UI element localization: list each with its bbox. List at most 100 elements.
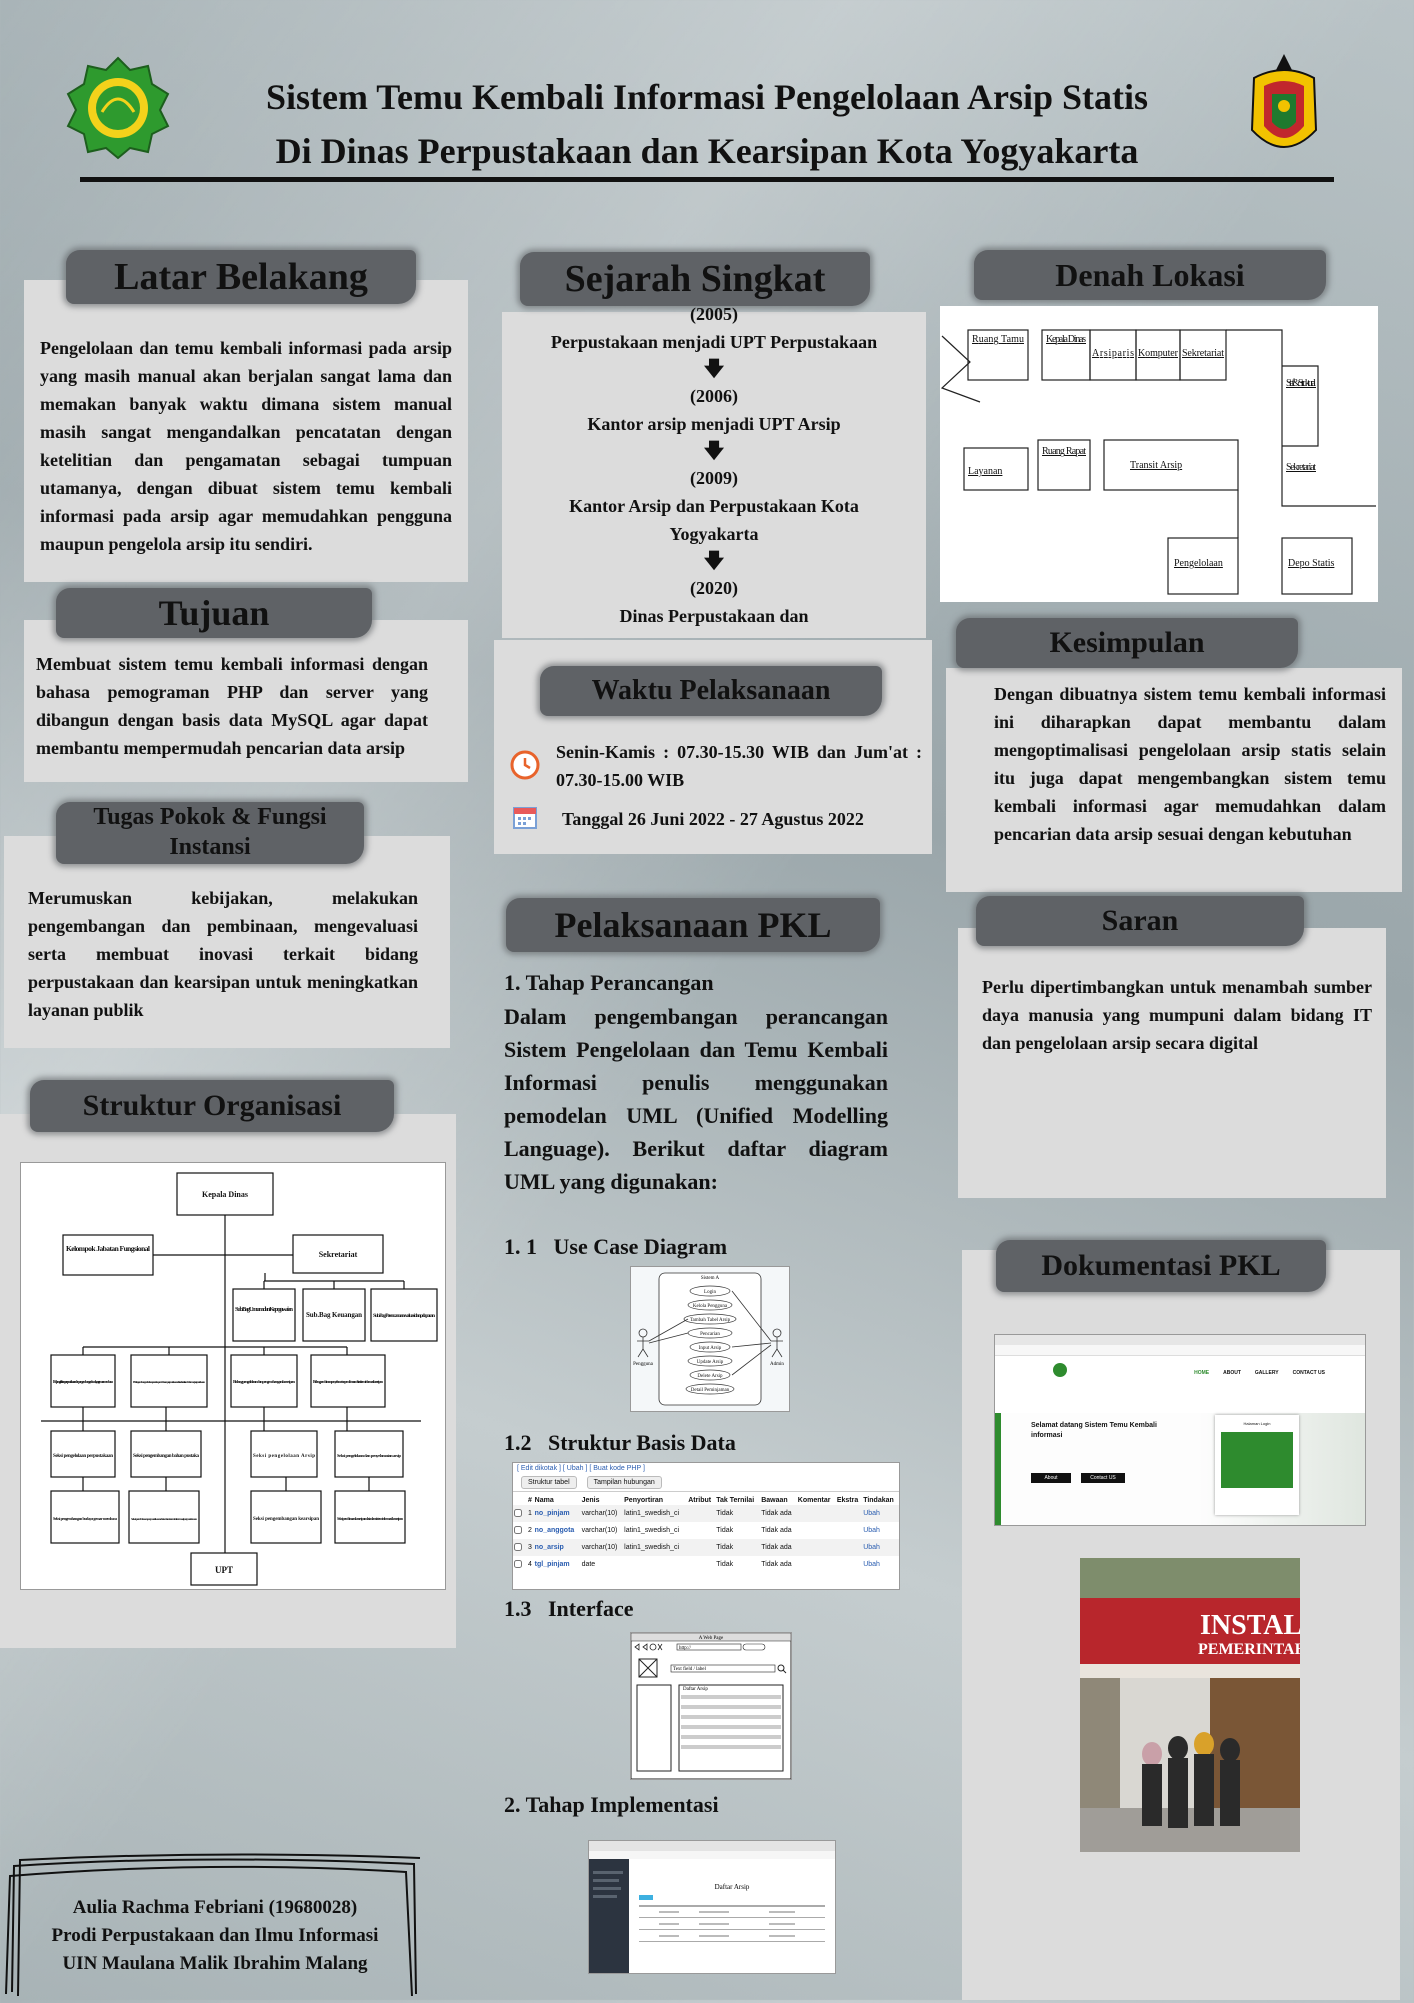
saran-panel [958, 928, 1386, 1198]
cell [836, 1539, 862, 1556]
usecase-kelola: Kelola Pengguna [693, 1304, 728, 1309]
author-frame [2, 1852, 424, 1998]
nav-contact[interactable]: CONTACT US [1292, 1370, 1325, 1376]
usecase-diagram: Sistem A Login Kelola Pengguna Tambah Ta… [630, 1266, 790, 1412]
org-seksi3: Seksi pengelolaan Arsip [253, 1454, 315, 1459]
struktur-heading: Struktur Organisasi [30, 1080, 394, 1132]
tugas-panel [4, 836, 450, 1048]
site-logo-icon [1053, 1363, 1067, 1377]
room-layanan: Layanan [968, 466, 1002, 477]
sejarah-text-2009: Kantor Arsip dan Perpustakaan Kota Yogya… [569, 496, 859, 544]
tujuan-panel [24, 620, 468, 782]
nav-gallery[interactable]: GALLERY [1254, 1370, 1279, 1376]
sejarah-year-2005: (2005) [690, 304, 738, 324]
impl-title: Daftar Arsip [715, 1883, 750, 1891]
usecase-system-title: Sistem A [701, 1276, 720, 1281]
cell: Tidak [716, 1561, 734, 1568]
iface-search: Text field / label [673, 1667, 706, 1672]
db-col-header: Jenis [581, 1497, 600, 1504]
hero-background [995, 1413, 1365, 1525]
db-col-header: Atribut [688, 1497, 712, 1504]
edit-link[interactable]: Ubah [863, 1527, 880, 1534]
room-staf-struktural: Staf & Struktural [1286, 378, 1316, 389]
db-col-header: Tak Ternilai [716, 1497, 755, 1504]
cell [687, 1556, 715, 1573]
photo-sign-text-2: PEMERINTAH K [1198, 1641, 1300, 1658]
org-subbag2: Sub.Bag Keuangan [306, 1311, 362, 1319]
row-checkbox[interactable] [514, 1542, 522, 1551]
author-prodi: Prodi Perpustakaan dan Ilmu Informasi [51, 1925, 379, 1946]
photo-sign-text: INSTALA [1200, 1610, 1300, 1641]
org-seksi1: Seksi pengelolaan perpustakaan [53, 1454, 113, 1459]
sejarah-text-2006: Kantor arsip menjadi UPT Arsip [587, 414, 841, 434]
pkl-sub-interface: 1.3 Interface [504, 1596, 634, 1621]
db-tab-struktur[interactable]: Struktur tabel [521, 1476, 577, 1489]
usecase-login: Login [704, 1290, 716, 1295]
cell [687, 1505, 715, 1522]
latar-panel [24, 280, 468, 582]
cell: 3 [528, 1544, 532, 1551]
cell [623, 1556, 687, 1573]
login-box: Halaman Login [1215, 1415, 1299, 1515]
about-button[interactable]: About [1031, 1473, 1071, 1483]
tugas-body: Merumuskan kebijakan, melakukan pengemba… [28, 888, 418, 1020]
nav-about[interactable]: ABOUT [1223, 1370, 1241, 1376]
floor-plan: Ruang Tamu Kepala Dinas Arsiparis Komput… [940, 306, 1378, 602]
row-checkbox[interactable] [514, 1525, 522, 1534]
room-arsiparis: Arsiparis [1092, 348, 1134, 359]
cell [687, 1522, 715, 1539]
room-pengelolaan: Pengelolaan [1174, 558, 1223, 569]
login-title: Halaman Login [1243, 1421, 1271, 1426]
cell: varchar(10) [581, 1510, 618, 1517]
iface-url: http:// [679, 1646, 692, 1651]
row-checkbox[interactable] [514, 1508, 522, 1517]
sejarah-timeline: (2005) Perpustakaan menjadi UPT Perpusta… [504, 300, 924, 630]
contact-button[interactable]: Contact US [1081, 1473, 1125, 1483]
sejarah-text-2005: Perpustakaan menjadi UPT Perpustakaan [550, 332, 878, 352]
edit-link[interactable]: Ubah [863, 1510, 880, 1517]
edit-link[interactable]: Ubah [863, 1561, 880, 1568]
org-subbag1: Sub.Bag Umum dan Kepegawaian [235, 1306, 293, 1313]
room-transit-arsip: Transit Arsip [1130, 460, 1182, 471]
org-sekretariat: Sekretariat [319, 1250, 358, 1259]
usecase-update: Update Arsip [697, 1360, 724, 1365]
room-kepala-dinas: Kepala Dinas [1046, 334, 1086, 345]
pkl-heading: Pelaksanaan PKL [506, 898, 880, 952]
db-tab-hubungan[interactable]: Tampilan hubungan [586, 1476, 662, 1489]
cell: 2 [528, 1527, 532, 1534]
pkl-tahap2: 2. Tahap Implementasi [504, 1792, 719, 1817]
sejarah-year-2009: (2009) [690, 468, 738, 488]
sejarah-panel [502, 312, 926, 638]
edit-link[interactable]: Ubah [863, 1544, 880, 1551]
interface-wireframe: A Web Page http:// Text field / label Da… [630, 1632, 792, 1780]
waktu-tanggal: Tanggal 26 Juni 2022 - 27 Agustus 2022 [562, 809, 864, 829]
kesimpulan-heading: Kesimpulan [956, 618, 1298, 668]
saran-body: Perlu dipertimbangkan untuk menambah sum… [982, 977, 1372, 1053]
calendar-icon [512, 804, 538, 830]
pkl-sub-usecase: 1. 1 Use Case Diagram [504, 1234, 728, 1259]
usecase-pencarian: Pencarian [700, 1332, 720, 1337]
db-col-header: Tindakan [863, 1497, 894, 1504]
usecase-delete: Delete Arsip [697, 1374, 723, 1379]
team-photo: INSTALA PEMERINTAH K [1080, 1558, 1300, 1852]
sejarah-year-2006: (2006) [690, 386, 738, 406]
org-bid4: Bidang pembinaan penyelamatan pembinaan … [313, 1379, 384, 1384]
arrow-down-icon: 🡇 [703, 358, 725, 380]
usecase-actor-pengguna: Pengguna [633, 1362, 654, 1367]
cell: latin1_swedish_ci [624, 1510, 680, 1517]
sejarah-year-2020: (2020) [690, 578, 738, 598]
cell: 4 [528, 1561, 532, 1568]
nav-home[interactable]: HOME [1194, 1370, 1210, 1376]
db-col-header: Ekstra [836, 1497, 859, 1504]
waktu-jam: Senin-Kamis : 07.30-15.30 WIB dan Jum'at… [556, 742, 922, 790]
denah-heading: Denah Lokasi [974, 250, 1326, 300]
cell [797, 1556, 836, 1573]
row-checkbox[interactable] [514, 1559, 522, 1568]
website-screenshot: HOME ABOUT GALLERY CONTACT US Selamat da… [994, 1334, 1366, 1526]
pkl-sub-basisdata: 1.2 Struktur Basis Data [504, 1430, 736, 1455]
sejarah-text-2020: Dinas Perpustakaan dan [619, 606, 809, 626]
